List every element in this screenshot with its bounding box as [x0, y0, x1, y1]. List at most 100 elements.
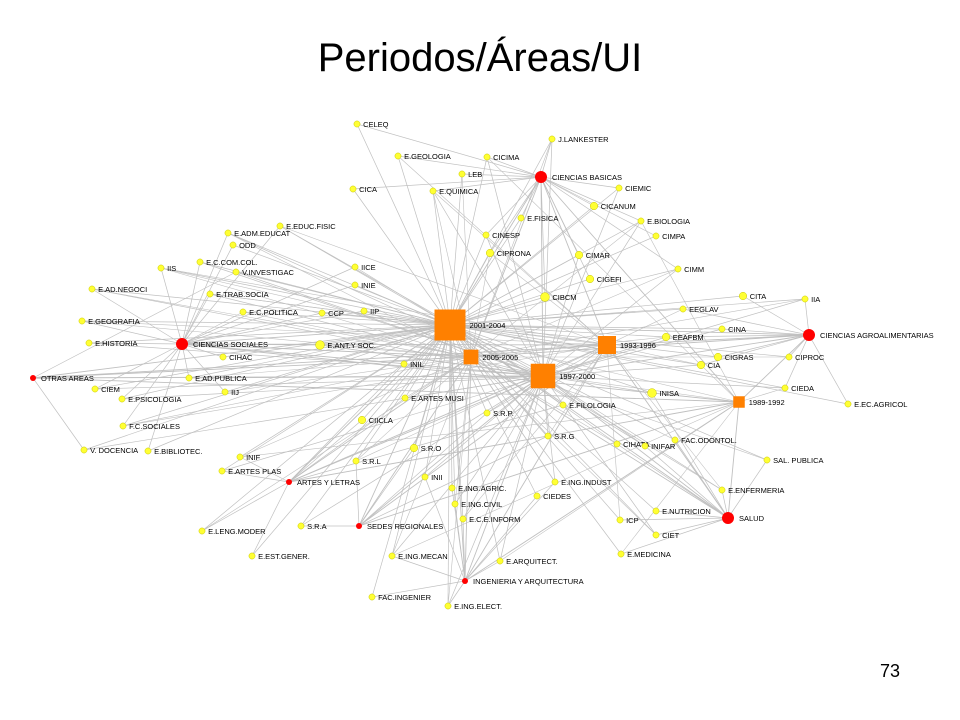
unit-node[interactable]: CIGRAS: [714, 353, 754, 362]
period-node[interactable]: 2005-2005: [463, 349, 519, 365]
unit-node[interactable]: CICIMA: [483, 153, 519, 162]
unit-node[interactable]: E.ING.AGRIC.: [448, 484, 507, 493]
unit-node[interactable]: CIMM: [674, 265, 704, 274]
unit-node[interactable]: E.EST.GENER.: [248, 552, 310, 561]
unit-node[interactable]: IIA: [801, 295, 820, 304]
area-node[interactable]: ARTES Y LETRAS: [286, 478, 360, 487]
unit-node[interactable]: CIET: [652, 531, 680, 540]
unit-node[interactable]: E.FILOLOGIA: [559, 401, 616, 410]
unit-node[interactable]: S.R.A: [297, 522, 327, 531]
unit-node[interactable]: E.PSICOLOGIA: [118, 395, 182, 404]
unit-node[interactable]: E.ING.CIVIL: [451, 500, 502, 509]
period-node[interactable]: 1997-2000: [530, 363, 595, 389]
unit-node[interactable]: INIL: [400, 360, 424, 369]
period-node[interactable]: 1993-1996: [598, 336, 656, 354]
unit-node[interactable]: E.EDUC.FISIC: [276, 222, 336, 231]
area-node[interactable]: CIENCIAS AGROALIMENTARIAS: [803, 329, 934, 341]
unit-node[interactable]: S.R.G: [544, 432, 575, 441]
unit-node[interactable]: CICANUM: [590, 202, 636, 211]
unit-node[interactable]: INII: [421, 473, 443, 482]
unit-node[interactable]: J.LANKESTER: [548, 135, 609, 144]
unit-node[interactable]: CIEDES: [533, 492, 571, 501]
unit-node[interactable]: CIEDA: [781, 384, 814, 393]
unit-node[interactable]: E.ARTES MUSI: [401, 394, 464, 403]
unit-node[interactable]: CIBCM: [540, 292, 577, 302]
unit-node[interactable]: F.C.SOCIALES: [119, 422, 180, 431]
unit-node[interactable]: CIMPA: [652, 232, 685, 241]
unit-node[interactable]: E.C.COM.COL.: [196, 258, 258, 267]
unit-node[interactable]: CIEMIC: [615, 184, 652, 193]
unit-node[interactable]: E.C.POLITICA: [239, 308, 298, 317]
unit-node[interactable]: CITA: [739, 292, 766, 301]
area-node[interactable]: INGENIERIA Y ARQUITECTURA: [462, 577, 584, 586]
unit-node[interactable]: CINA: [718, 325, 746, 334]
unit-node[interactable]: IIJ: [221, 388, 239, 397]
area-node[interactable]: CIENCIAS SOCIALES: [176, 338, 268, 350]
area-node[interactable]: SEDES REGIONALES: [356, 522, 443, 531]
area-node[interactable]: CIENCIAS BASICAS: [535, 171, 622, 183]
unit-node[interactable]: CCP: [318, 309, 344, 318]
area-node[interactable]: SALUD: [722, 512, 765, 524]
unit-node[interactable]: E.MEDICINA: [617, 550, 671, 559]
unit-node[interactable]: CIICLA: [358, 416, 393, 425]
network-edge: [620, 401, 740, 555]
unit-node[interactable]: EEAFBM: [662, 333, 704, 342]
unit-node[interactable]: V.INVESTIGAC: [232, 268, 295, 277]
unit-node[interactable]: S.R.L: [352, 457, 381, 466]
unit-node[interactable]: E.EC.AGRICOL: [844, 400, 908, 409]
unit-node[interactable]: E.ADM.EDUCAT: [224, 229, 291, 238]
unit-node[interactable]: CIPRONA: [486, 249, 531, 258]
unit-node[interactable]: E.ANT.Y SOC.: [315, 340, 376, 350]
period-node[interactable]: 2001-2004: [434, 309, 506, 341]
unit-node[interactable]: ICP: [616, 516, 639, 525]
unit-node[interactable]: CIPROC: [785, 353, 825, 362]
unit-node[interactable]: INIE: [351, 281, 376, 290]
unit-node[interactable]: INIFAR: [641, 442, 676, 451]
unit-node[interactable]: E.ING.ELECT.: [444, 602, 502, 611]
unit-node[interactable]: E.ARTES PLAS: [218, 467, 281, 476]
unit-node[interactable]: E.ING.MECAN: [388, 552, 448, 561]
unit-node[interactable]: CIMAR: [575, 251, 611, 260]
unit-node[interactable]: E.GEOGRAFIA: [78, 317, 140, 326]
unit-node[interactable]: E.HISTORIA: [85, 339, 138, 348]
unit-node[interactable]: SAL. PUBLICA: [763, 456, 824, 465]
unit-node[interactable]: CIHAC: [219, 353, 253, 362]
unit-node[interactable]: E.TRAB.SOCIA: [206, 290, 269, 299]
unit-node[interactable]: E.ING.INDUST: [551, 478, 612, 487]
unit-node[interactable]: CIHATA: [613, 440, 650, 449]
unit-node[interactable]: IICE: [351, 263, 376, 272]
unit-node[interactable]: E.QUIMICA: [429, 187, 478, 196]
unit-node[interactable]: E.BIOLOGIA: [637, 217, 690, 226]
unit-node[interactable]: E.NUTRICION: [652, 507, 711, 516]
unit-node[interactable]: IIP: [360, 307, 379, 316]
unit-node[interactable]: E.GEOLOGIA: [394, 152, 451, 161]
unit-node[interactable]: E.C.E.INFORM: [459, 515, 520, 524]
unit-node[interactable]: E.LENG.MODER: [198, 527, 266, 536]
unit-node[interactable]: INIF: [236, 453, 261, 462]
unit-node[interactable]: E.BIBLIOTEC.: [144, 447, 203, 456]
period-node[interactable]: 1989-1992: [733, 396, 785, 408]
unit-node[interactable]: E.AD.PUBLICA: [185, 374, 247, 383]
area-marker: [803, 329, 815, 341]
unit-node[interactable]: S.R.O: [410, 444, 441, 453]
unit-node[interactable]: IIS: [157, 264, 176, 273]
unit-node[interactable]: EEGLAV: [679, 305, 719, 314]
unit-node[interactable]: CIEM: [91, 385, 120, 394]
unit-node[interactable]: LEB: [458, 170, 482, 179]
unit-node[interactable]: V. DOCENCIA: [80, 446, 138, 455]
unit-node[interactable]: E.ENFERMERIA: [718, 486, 784, 495]
unit-node[interactable]: INISA: [647, 388, 679, 398]
unit-node[interactable]: CIA: [697, 361, 720, 370]
unit-node[interactable]: S.R.P.: [483, 409, 514, 418]
unit-node[interactable]: CINESP: [482, 231, 520, 240]
unit-node[interactable]: E.AD.NEGOCI: [88, 285, 147, 294]
unit-node[interactable]: E.FISICA: [517, 214, 558, 223]
unit-node[interactable]: ODD: [229, 241, 256, 250]
area-node[interactable]: OTRAS AREAS: [30, 374, 94, 383]
unit-node[interactable]: CELEQ: [353, 120, 389, 129]
unit-node[interactable]: E.ARQUITECT.: [496, 557, 558, 566]
unit-node[interactable]: CIGEFI: [586, 275, 622, 284]
unit-node[interactable]: CICA: [349, 185, 377, 194]
unit-node[interactable]: FAC.INGENIER: [368, 593, 432, 602]
unit-node[interactable]: FAC.ODONTOL.: [671, 436, 737, 445]
